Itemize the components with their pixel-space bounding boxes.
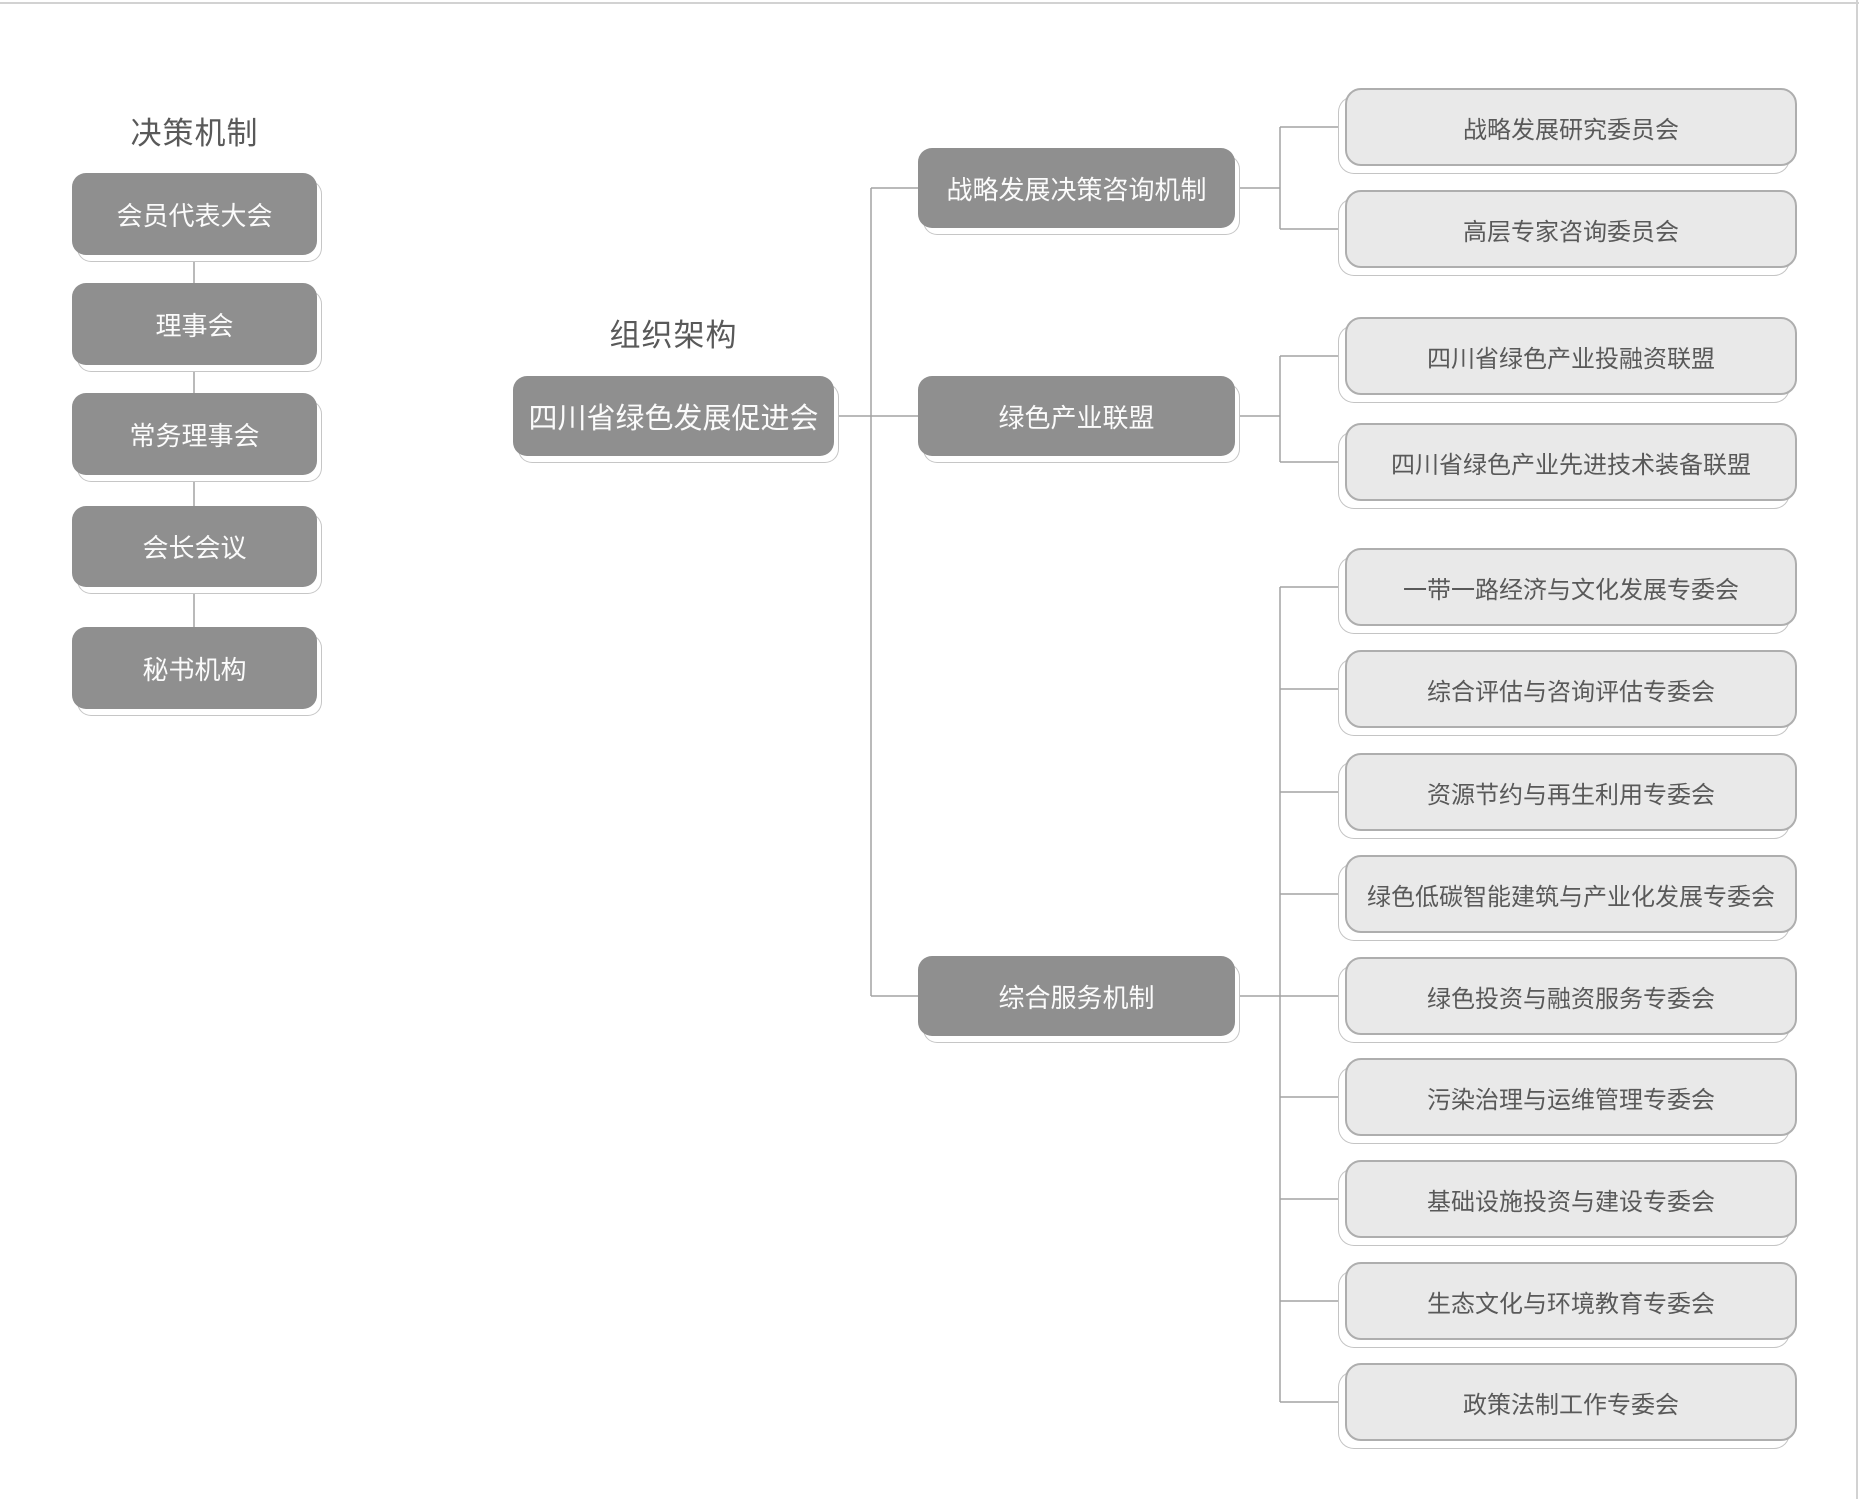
branch2-to-children-connector [1235, 355, 1345, 463]
org-leaf-belt-road-committee: 一带一路经济与文化发展专委会 [1345, 548, 1797, 626]
org-leaf-advanced-tech-equipment-alliance: 四川省绿色产业先进技术装备联盟 [1345, 423, 1797, 501]
org-leaf-infrastructure-investment-committee: 基础设施投资与建设专委会 [1345, 1160, 1797, 1238]
org-structure-title: 组织架构 [609, 318, 738, 353]
org-leaf-pollution-control-committee: 污染治理与运维管理专委会 [1345, 1058, 1797, 1136]
decision-node-president-meeting: 会长会议 [72, 506, 317, 587]
org-leaf-policy-legal-committee: 政策法制工作专委会 [1345, 1363, 1797, 1441]
org-leaf-low-carbon-building-committee: 绿色低碳智能建筑与产业化发展专委会 [1345, 855, 1797, 933]
org-branch-strategy-consulting: 战略发展决策咨询机制 [918, 148, 1235, 228]
decision-node-council: 理事会 [72, 283, 317, 365]
branch3-to-children-connector [1235, 586, 1345, 1403]
org-leaf-resource-recycling-committee: 资源节约与再生利用专委会 [1345, 753, 1797, 831]
top-divider-line [0, 2, 1859, 4]
branch1-to-children-connector [1235, 126, 1345, 230]
decision-mechanism-title: 决策机制 [130, 116, 259, 151]
org-leaf-strategy-research-committee: 战略发展研究委员会 [1345, 88, 1797, 166]
right-edge-line [1856, 0, 1858, 1499]
root-to-branches-connector [834, 187, 918, 997]
decision-node-standing-council: 常务理事会 [72, 393, 317, 475]
decision-node-secretariat: 秘书机构 [72, 627, 317, 709]
org-leaf-evaluation-consulting-committee: 综合评估与咨询评估专委会 [1345, 650, 1797, 728]
decision-node-member-congress: 会员代表大会 [72, 173, 317, 255]
org-leaf-green-investment-service-committee: 绿色投资与融资服务专委会 [1345, 957, 1797, 1035]
org-root-node: 四川省绿色发展促进会 [513, 376, 834, 456]
org-branch-green-industry-alliance: 绿色产业联盟 [918, 376, 1235, 456]
org-leaf-investment-financing-alliance: 四川省绿色产业投融资联盟 [1345, 317, 1797, 395]
org-leaf-eco-culture-education-committee: 生态文化与环境教育专委会 [1345, 1262, 1797, 1340]
org-branch-comprehensive-service: 综合服务机制 [918, 956, 1235, 1036]
org-leaf-senior-expert-committee: 高层专家咨询委员会 [1345, 190, 1797, 268]
